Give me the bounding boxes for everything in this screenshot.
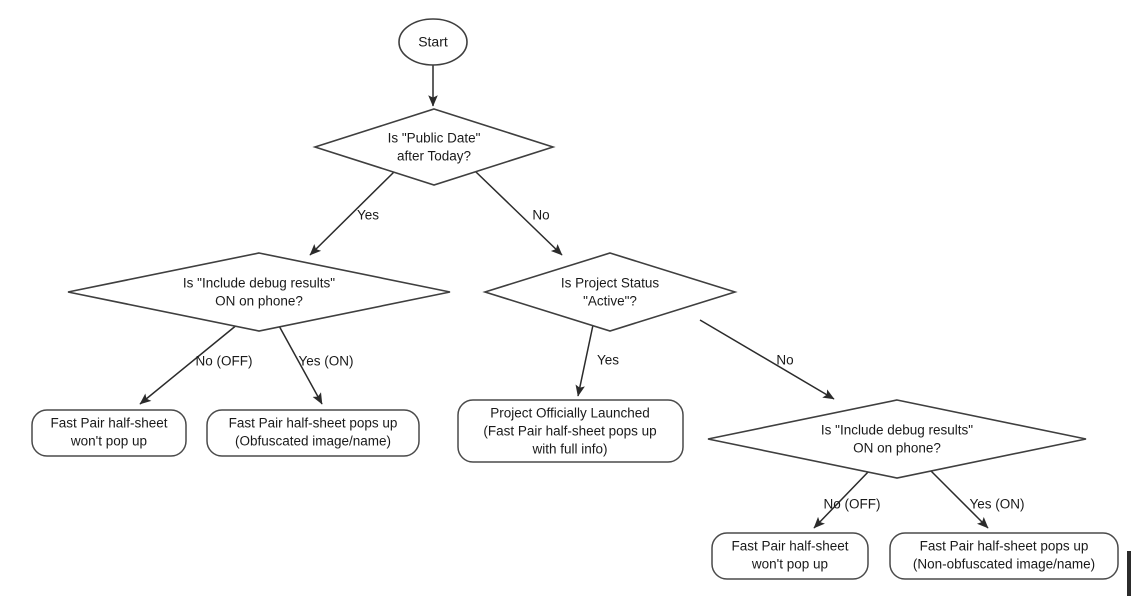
node-decision-project-status-line1: Is Project Status — [561, 276, 660, 291]
node-result-obfuscated-line1: Fast Pair half-sheet pops up — [229, 416, 398, 431]
edge-debug-right-yes — [929, 469, 989, 529]
node-result-launched-line3: with full info) — [531, 442, 607, 457]
edge-debug-right-no — [813, 469, 871, 529]
node-result-non-obfuscated-line1: Fast Pair half-sheet pops up — [920, 539, 1089, 554]
page-edge-artifact — [1127, 551, 1131, 596]
edge-label-debug-left-yes: Yes (ON) — [298, 354, 353, 369]
edge-label-debug-left-no: No (OFF) — [196, 354, 253, 369]
node-result-non-obfuscated[interactable]: Fast Pair half-sheet pops up (Non-obfusc… — [889, 532, 1119, 580]
edge-public-date-yes — [309, 171, 395, 256]
node-result-launched-line1: Project Officially Launched — [490, 406, 650, 421]
node-result-no-popup-left-line1: Fast Pair half-sheet — [50, 416, 167, 431]
edge-public-date-no — [475, 171, 563, 256]
edge-label-project-status-no: No — [776, 353, 793, 368]
edge-labels-group: Yes No No (OFF) Yes (ON) Yes No No (OFF)… — [196, 208, 1025, 512]
node-decision-project-status-line2: "Active"? — [583, 294, 637, 309]
node-result-non-obfuscated-line2: (Non-obfuscated image/name) — [913, 557, 1095, 572]
edge-debug-left-yes — [277, 323, 323, 405]
node-result-obfuscated[interactable]: Fast Pair half-sheet pops up (Obfuscated… — [206, 409, 420, 457]
node-decision-debug-right[interactable]: Is "Include debug results" ON on phone? — [707, 399, 1087, 479]
edge-label-debug-right-no: No (OFF) — [824, 497, 881, 512]
edge-label-public-date-yes: Yes — [357, 208, 379, 223]
node-result-no-popup-right[interactable]: Fast Pair half-sheet won't pop up — [711, 532, 869, 580]
node-result-no-popup-right-line2: won't pop up — [751, 557, 828, 572]
node-decision-debug-right-line2: ON on phone? — [853, 441, 941, 456]
node-result-obfuscated-line2: (Obfuscated image/name) — [235, 434, 391, 449]
node-result-no-popup-left[interactable]: Fast Pair half-sheet won't pop up — [31, 409, 187, 457]
node-result-launched-line2: (Fast Pair half-sheet pops up — [483, 424, 656, 439]
node-start[interactable]: Start — [398, 18, 468, 66]
edge-debug-left-no — [139, 323, 239, 405]
edge-label-debug-right-yes: Yes (ON) — [969, 497, 1024, 512]
edge-project-status-yes — [575, 324, 594, 397]
node-start-label: Start — [418, 34, 448, 50]
node-decision-debug-right-line1: Is "Include debug results" — [821, 423, 973, 438]
edge-project-status-no — [699, 319, 835, 400]
node-decision-public-date[interactable]: Is "Public Date" after Today? — [312, 108, 556, 186]
node-result-no-popup-right-line1: Fast Pair half-sheet — [731, 539, 848, 554]
edges-group — [139, 65, 989, 529]
node-result-no-popup-left-line2: won't pop up — [70, 434, 147, 449]
node-result-launched[interactable]: Project Officially Launched (Fast Pair h… — [457, 399, 684, 463]
node-decision-debug-left-line1: Is "Include debug results" — [183, 276, 335, 291]
node-decision-debug-left-line2: ON on phone? — [215, 294, 303, 309]
node-decision-public-date-line2: after Today? — [397, 149, 471, 164]
node-decision-debug-left[interactable]: Is "Include debug results" ON on phone? — [67, 252, 451, 332]
node-decision-public-date-line1: Is "Public Date" — [388, 131, 481, 146]
edge-label-public-date-no: No — [532, 208, 549, 223]
node-decision-project-status[interactable]: Is Project Status "Active"? — [482, 252, 738, 332]
edge-label-project-status-yes: Yes — [597, 353, 619, 368]
